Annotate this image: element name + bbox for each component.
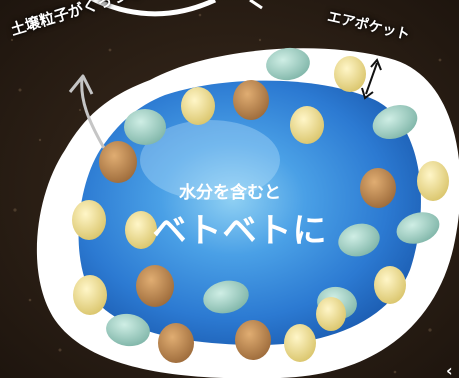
water-highlight	[140, 120, 280, 200]
pointer-arrow-head	[68, 74, 94, 95]
particle-yellow	[125, 211, 157, 249]
particle-yellow	[181, 87, 215, 125]
particle-yellow	[316, 297, 346, 331]
particle-yellow	[290, 106, 324, 144]
particle-teal	[266, 47, 310, 81]
sticky-label: ベトベトに	[152, 211, 328, 251]
particle-teal	[106, 313, 150, 347]
particle-brown	[158, 323, 194, 363]
particle-teal	[338, 223, 380, 257]
corner-fragment: ‹	[446, 361, 453, 378]
particle-brown	[99, 141, 137, 183]
particle-brown	[233, 80, 269, 120]
particle-yellow	[374, 266, 406, 304]
particle-brown	[360, 168, 396, 208]
pointer-arrow-icon	[80, 77, 106, 149]
top-arc-fragment	[89, 0, 217, 17]
water-content-label: 水分を含むと	[179, 183, 281, 203]
particle-yellow	[417, 161, 449, 201]
double-arrow-icon	[361, 58, 382, 100]
particle-teal	[396, 212, 440, 244]
particle-teal	[372, 105, 418, 139]
particle-yellow	[334, 56, 366, 92]
particle-brown	[235, 320, 271, 360]
particle-yellow	[284, 324, 316, 362]
soil-particles	[72, 47, 449, 363]
particle-yellow	[73, 275, 107, 315]
top-arc-tail	[249, 0, 263, 10]
particle-brown	[136, 265, 174, 307]
particle-teal	[203, 280, 249, 314]
particle-teal	[124, 109, 166, 145]
particle-yellow	[72, 200, 106, 240]
